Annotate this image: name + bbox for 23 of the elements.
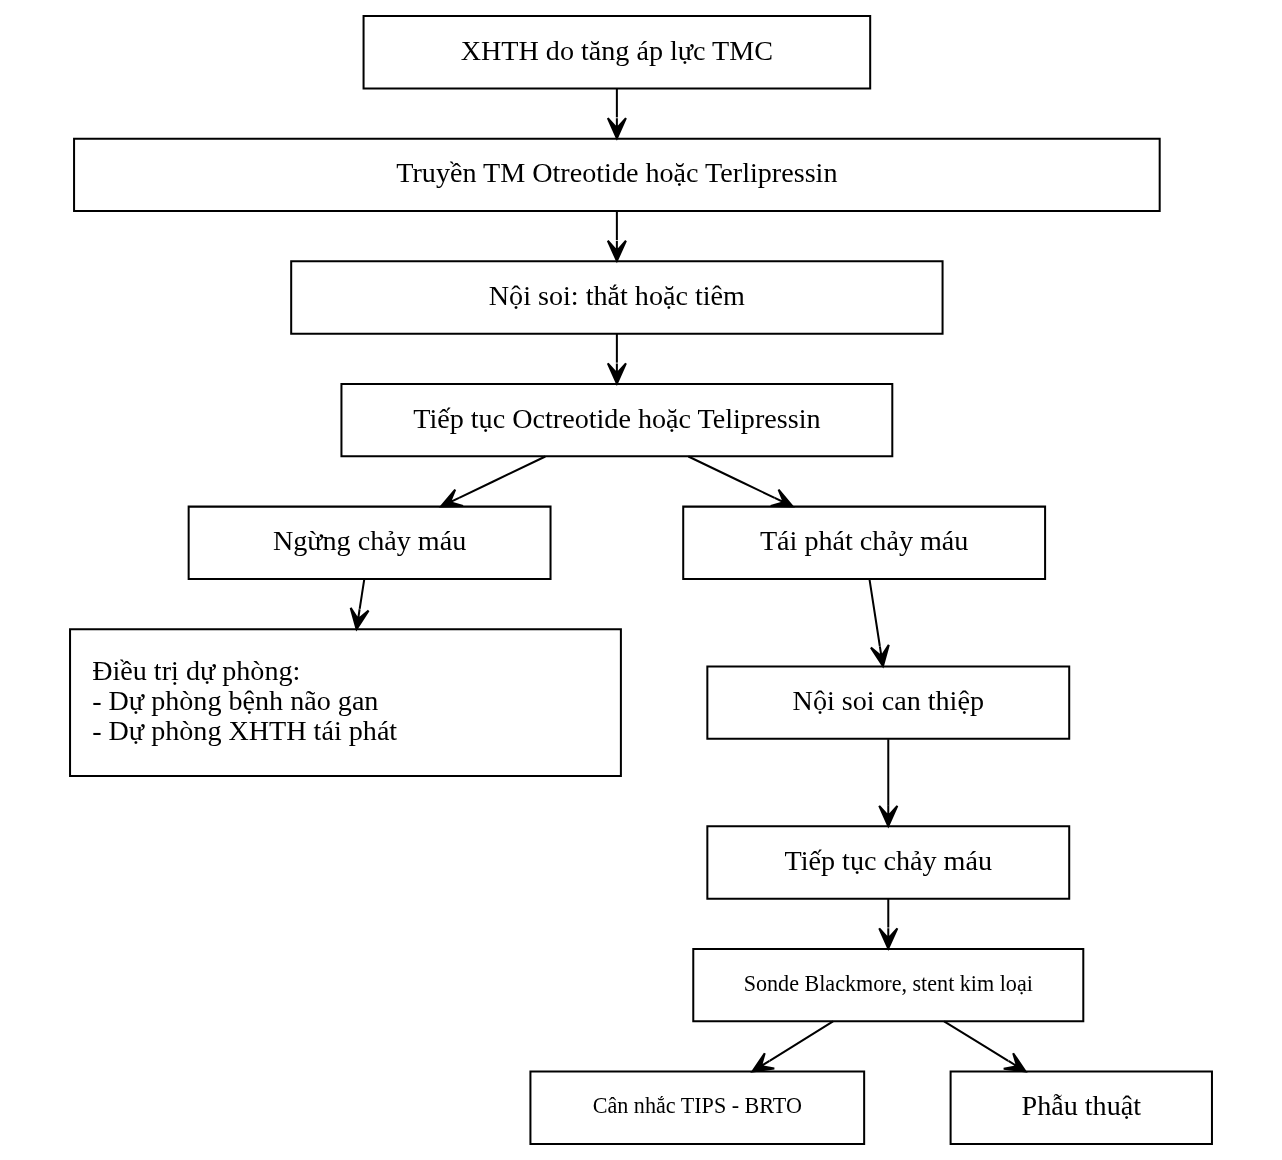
arrow bbox=[878, 739, 899, 827]
node-box: Điều trị dự phòng: - Dự phòng bệnh não gan - Dự phòng XHTH tái phát bbox=[69, 628, 622, 778]
arrow bbox=[606, 211, 627, 262]
node-box: Cân nhắc TIPS - BRTO bbox=[529, 1070, 866, 1145]
node-box: Phẫu thuật bbox=[949, 1070, 1213, 1145]
node-box: XHTH do tăng áp lực TMC bbox=[362, 15, 872, 90]
arrow bbox=[943, 1020, 1027, 1073]
node-box: Sonde Blackmore, stent kim loại bbox=[692, 947, 1085, 1023]
arrow bbox=[606, 333, 627, 385]
arrow bbox=[606, 88, 627, 140]
arrow bbox=[687, 455, 794, 508]
node-box: Tiếp tục chảy máu bbox=[706, 825, 1071, 900]
node-box: Tiếp tục Octreotide hoặc Telipressin bbox=[340, 382, 894, 458]
arrow bbox=[349, 579, 370, 631]
arrow bbox=[439, 455, 546, 508]
node-box: Nội soi: thắt hoặc tiêm bbox=[290, 260, 944, 335]
node-box: Tái phát chảy máu bbox=[682, 505, 1047, 580]
node-box: Truyền TM Otreotide hoặc Terlipressin bbox=[73, 137, 1161, 213]
arrow bbox=[868, 579, 890, 668]
arrow bbox=[751, 1020, 834, 1073]
arrow bbox=[878, 898, 899, 950]
node-box: Ngừng chảy máu bbox=[187, 505, 552, 580]
node-box: Nội soi can thiệp bbox=[706, 665, 1071, 740]
